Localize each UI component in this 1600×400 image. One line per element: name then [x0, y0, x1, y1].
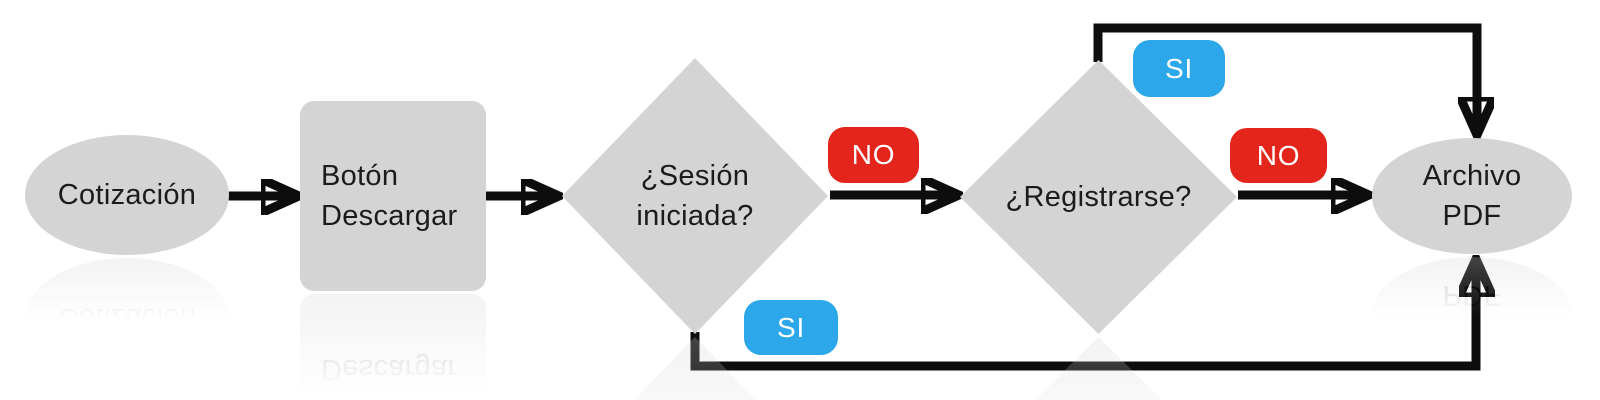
- node-boton-descargar: Botón Descargar: [300, 101, 486, 291]
- node-cotizacion-label: Cotización: [57, 178, 197, 211]
- reflection-archivo-pdf: Archivo PDF: [1372, 257, 1572, 373]
- node-boton-descargar-line2: Descargar: [321, 200, 458, 232]
- edge-decision2-si-top: [1093, 23, 1477, 134]
- reflection-cotizacion: Cotización: [25, 258, 229, 378]
- node-archivo-pdf: Archivo PDF: [1372, 138, 1572, 254]
- edge-label-no-decision2: NO: [1230, 128, 1327, 183]
- node-sesion-iniciada-line2: iniciada?: [636, 200, 754, 232]
- node-cotizacion: Cotización: [25, 135, 229, 255]
- reflection-boton-descargar: Botón Descargar: [300, 294, 486, 400]
- edge-label-si-decision1: SI: [744, 300, 838, 355]
- edge-label-no-decision1: NO: [828, 127, 919, 183]
- node-archivo-pdf-line2: PDF: [1442, 200, 1502, 232]
- node-archivo-pdf-line1: Archivo: [1422, 159, 1522, 192]
- node-boton-descargar-line1: Botón: [321, 159, 399, 192]
- edge-label-si-decision2: SI: [1133, 40, 1225, 97]
- node-sesion-iniciada-line1: ¿Sesión: [640, 159, 750, 192]
- node-registrarse-label: ¿Registrarse?: [1005, 180, 1192, 213]
